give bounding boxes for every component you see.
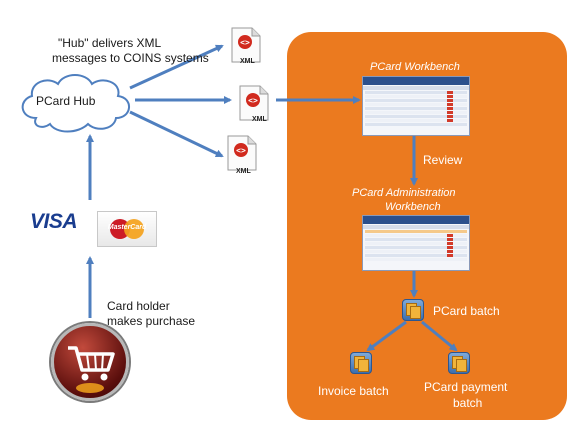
- invoice-batch-icon: [350, 352, 372, 374]
- hub-description-line2: messages to COINS systems: [52, 51, 209, 65]
- xml-label: XML: [236, 168, 251, 175]
- svg-text:<>: <>: [248, 96, 258, 105]
- pcard-batch-label: PCard batch: [433, 304, 500, 318]
- arrow-hub-to-xml-bottom: [129, 110, 224, 158]
- review-label: Review: [423, 153, 463, 167]
- hub-label: PCard Hub: [36, 94, 96, 108]
- svg-text:<>: <>: [236, 146, 246, 155]
- payment-batch-label-line1: PCard payment: [424, 380, 508, 394]
- shopping-cart-icon: [51, 323, 129, 401]
- svg-text:<>: <>: [240, 38, 250, 47]
- visa-logo: VISA: [30, 210, 78, 233]
- mastercard-orange-circle: [124, 219, 144, 239]
- invoice-batch-label: Invoice batch: [318, 384, 389, 398]
- cardholder-line2: makes purchase: [107, 314, 196, 328]
- mastercard-wordmark: MasterCard: [107, 224, 147, 231]
- workbench-screenshot: [362, 76, 470, 136]
- xml-file-icon: <>: [228, 26, 262, 64]
- xml-file-icon: <>: [236, 84, 270, 122]
- xml-label: XML: [252, 116, 267, 123]
- arrow-hub-to-xml-top: [129, 44, 224, 90]
- arrow-batch-to-invoice: [366, 320, 407, 352]
- admin-workbench-title-line2: Workbench: [385, 201, 441, 213]
- hub-cloud: [21, 74, 130, 133]
- xml-label: XML: [240, 58, 255, 65]
- arrow-batch-to-payment: [421, 320, 458, 352]
- admin-workbench-screenshot: [362, 215, 470, 271]
- mastercard-logo: MasterCard: [97, 211, 157, 247]
- payment-batch-icon: [448, 352, 470, 374]
- hub-description-line1: "Hub" delivers XML: [58, 36, 162, 50]
- payment-batch-label-line2: batch: [453, 396, 483, 410]
- workbench-title: PCard Workbench: [370, 61, 460, 73]
- admin-workbench-title-line1: PCard Administration: [352, 187, 456, 199]
- cardholder-line1: Card holder: [107, 299, 170, 313]
- xml-file-icon: <>: [224, 134, 258, 172]
- pcard-batch-icon: [402, 299, 424, 321]
